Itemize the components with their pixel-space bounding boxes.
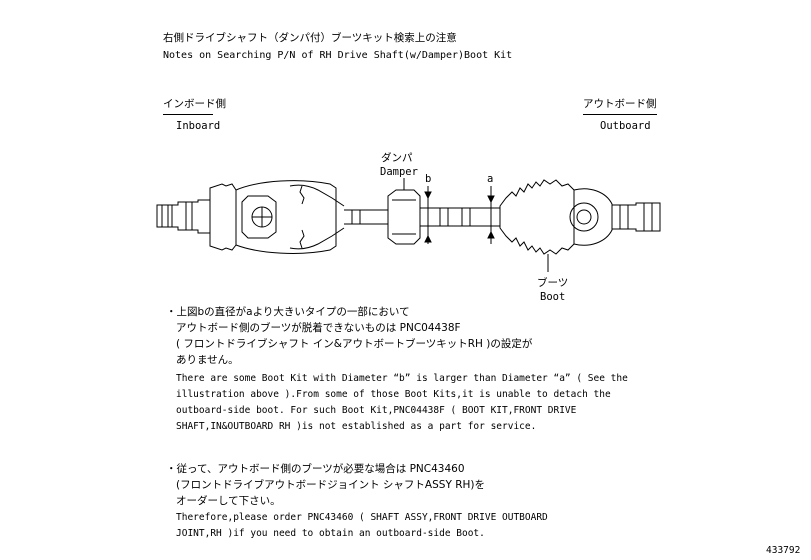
note-2-ja-line: オーダーして下さい。 [176,495,281,507]
boot-label-en: Boot [540,291,566,303]
title-japanese: 右側ドライブシャフト（ダンパ付）ブーツキット検索上の注意 [163,32,457,44]
outboard-label-en: Outboard [600,120,651,132]
note-1-en-line: outboard-side boot. For such Boot Kit,PN… [176,405,577,416]
note-1-ja-line: ・上図bの直径がaより大きいタイプの一部において [166,306,410,318]
damper-label-ja: ダンパ [381,152,413,164]
dim-b-label: b [425,173,432,185]
title-english: Notes on Searching P/N of RH Drive Shaft… [163,50,513,61]
note-2-en-line: JOINT,RH )if you need to obtain an outbo… [176,528,485,539]
inboard-label-ja: インボード側 [163,98,226,110]
note-2-en-line: Therefore,please order PNC43460 ( SHAFT … [176,512,548,523]
inboard-underline [163,114,213,115]
dim-a-label: a [487,173,494,185]
note-2-ja-line: (フロントドライブアウトボードジョイント シャフトASSY RH)を [176,479,485,491]
inboard-label-en: Inboard [176,120,221,132]
damper-label-en: Damper [380,166,418,178]
note-1-en-line: There are some Boot Kit with Diameter “b… [176,373,628,384]
note-2-ja-line: ・従って、アウトボード側のブーツが必要な場合は PNC43460 [166,463,465,475]
outboard-underline [583,114,657,115]
note-1-ja-line: アウトボード側のブーツが脱着できないものは PNC04438F [176,322,461,334]
boot-label-ja: ブーツ [537,277,569,289]
note-1-en-line: illustration above ).From some of those … [176,389,611,400]
note-1-ja-line: ありません。 [176,354,239,366]
outboard-label-ja: アウトボード側 [583,98,657,110]
note-1-en-line: SHAFT,IN&OUTBOARD RH )is not established… [176,421,537,432]
note-1-ja-line: ( フロントドライブシャフト イン&アウトボートブーツキットRH )の設定が [176,338,533,350]
figure-number: 433792 [766,545,801,556]
